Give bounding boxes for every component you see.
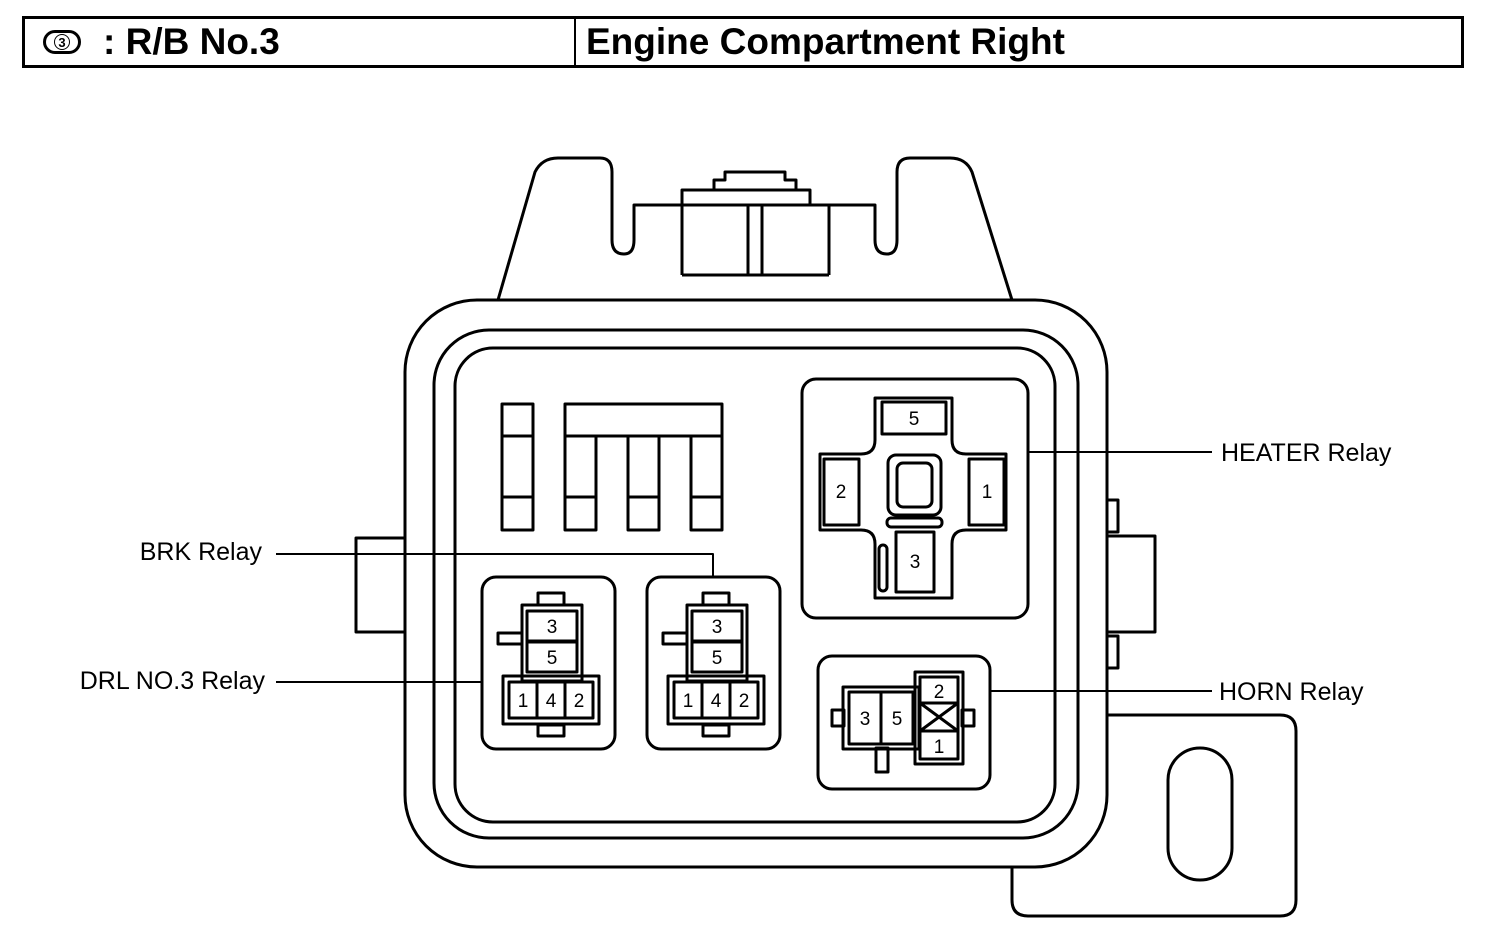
callout-leaders <box>276 451 1212 692</box>
horn-relay <box>816 654 992 791</box>
housing-inner-wall <box>432 328 1080 840</box>
drl-relay <box>480 575 617 751</box>
fuse-slots <box>500 402 724 532</box>
heater-pin-2-cell <box>822 457 861 527</box>
heater-relay-label: HEATER Relay <box>1221 439 1392 467</box>
housing-cavity <box>453 346 1057 824</box>
horn-pin-b: 5 <box>892 709 903 730</box>
connector-number-badge: 3 <box>43 30 81 54</box>
drl-relay-label: DRL NO.3 Relay <box>80 667 266 695</box>
header-bar: 3 : R/B No.3 Engine Compartment Right <box>22 16 1464 68</box>
horn-pin-top: 2 <box>934 682 945 703</box>
bracket-mounting-slot <box>1166 746 1234 882</box>
side-tabs <box>354 498 1157 670</box>
heater-pin-top: 5 <box>909 409 920 430</box>
drl-pin-row-1: 1 <box>518 691 529 712</box>
drl-pin-middle: 5 <box>547 648 558 669</box>
brk-pin-row-2: 4 <box>711 691 722 712</box>
heater-pin-3-cell <box>894 530 936 594</box>
relay-block-name: : R/B No.3 <box>103 21 280 62</box>
location-title: Engine Compartment Right <box>586 21 1065 62</box>
header-left-cell: 3 : R/B No.3 <box>25 19 576 65</box>
brk-pin-row-1: 1 <box>683 691 694 712</box>
heater-pin-bottom: 3 <box>910 552 921 573</box>
top-mount-cap <box>496 156 1014 302</box>
brk-relay-label: BRK Relay <box>140 538 263 566</box>
horn-pin-bottom: 1 <box>934 737 945 758</box>
horn-relay-label: HORN Relay <box>1219 678 1364 706</box>
heater-pin-1-cell <box>967 457 1006 527</box>
heater-pin-left: 2 <box>836 482 847 503</box>
brk-pin-row-3: 2 <box>739 691 750 712</box>
header-right-cell: Engine Compartment Right <box>576 19 1461 65</box>
badge-number: 3 <box>54 34 70 50</box>
drl-pin-row-3: 2 <box>574 691 585 712</box>
drl-pin-row-2: 4 <box>546 691 557 712</box>
heater-pin-right: 1 <box>982 482 993 503</box>
mounting-bracket <box>1010 713 1298 918</box>
heater-pin-5-cell <box>880 400 948 436</box>
drl-pin-upper: 3 <box>547 617 558 638</box>
heater-relay <box>800 377 1030 620</box>
horn-pin-a: 3 <box>860 709 871 730</box>
brk-pin-upper: 3 <box>712 617 723 638</box>
brk-pin-middle: 5 <box>712 648 723 669</box>
housing-outer <box>403 298 1109 869</box>
